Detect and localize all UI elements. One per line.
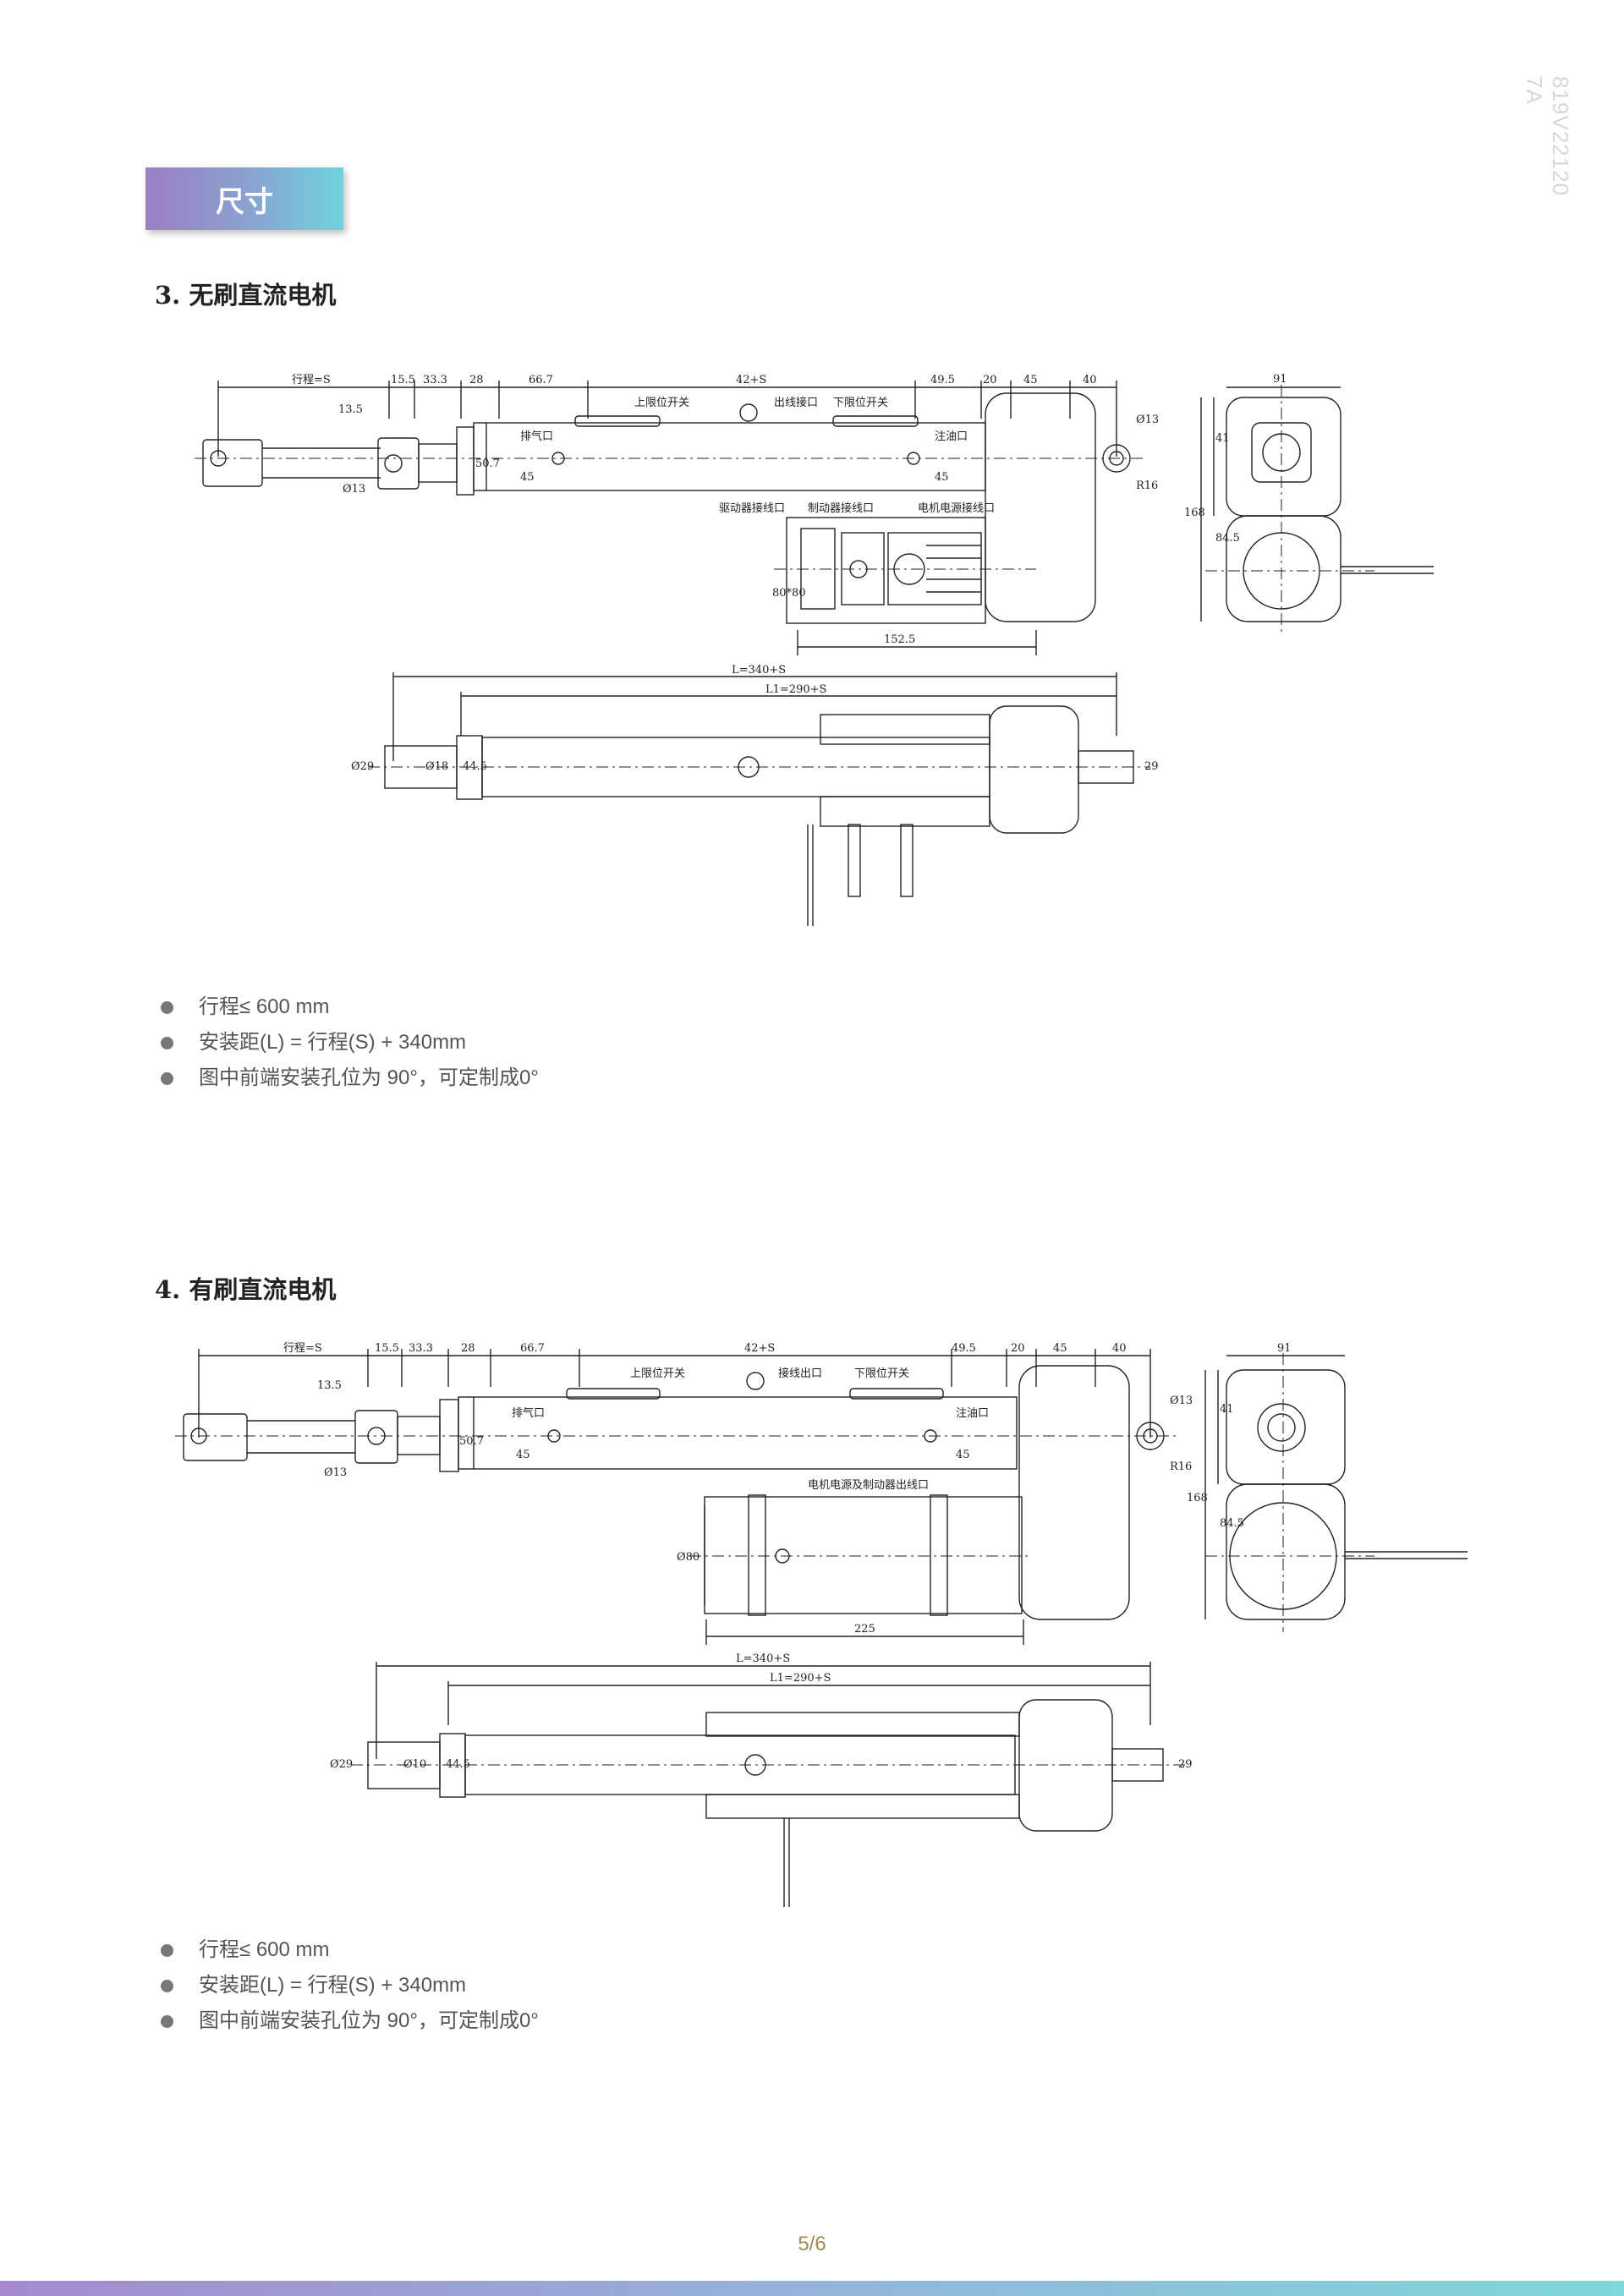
dim-text: 45	[956, 1449, 970, 1461]
dim-text: 45	[935, 471, 949, 484]
list-item: 行程≤ 600 mm	[161, 989, 539, 1025]
label-text: 上限位开关	[630, 1367, 685, 1380]
dim-text: L1=290+S	[765, 683, 826, 696]
label-text: 排气口	[512, 1406, 545, 1420]
dim-text: Ø10	[403, 1758, 426, 1771]
dim-text: Ø13	[1170, 1395, 1193, 1407]
dim-text: 45	[516, 1449, 530, 1461]
dim-text: L1=290+S	[770, 1672, 831, 1685]
dim-text: 40	[1083, 374, 1097, 386]
dim-text: R16	[1136, 479, 1158, 492]
brushed-motor-drawing: 行程=S 15.5 33.3 28 66.7 42+S 49.5 20 45 4…	[175, 1342, 1468, 1907]
list-item: 行程≤ 600 mm	[161, 1932, 539, 1968]
dim-text: 45	[1023, 374, 1038, 386]
dim-text: 15.5	[375, 1342, 399, 1355]
page-number: 5/6	[798, 2233, 826, 2255]
label-text: 注油口	[956, 1407, 989, 1420]
label-text: 接线出口	[778, 1367, 822, 1380]
label-text: 下限位开关	[854, 1367, 909, 1380]
dim-text: 225	[854, 1623, 875, 1636]
label-text: 电机电源接线口	[918, 501, 995, 515]
label-text: 下限位开关	[833, 397, 888, 409]
dim-text: 42+S	[744, 1342, 775, 1355]
dim-text: 49.5	[952, 1342, 976, 1355]
footer-gradient-bar	[0, 2281, 1624, 2296]
dim-text: 29	[1178, 1758, 1193, 1771]
dim-text: 13.5	[317, 1379, 342, 1392]
dim-text: R16	[1170, 1460, 1192, 1473]
dim-text: 45	[1053, 1342, 1067, 1355]
brushed-notes-list: 行程≤ 600 mm 安装距(L) = 行程(S) + 340mm 图中前端安装…	[161, 1932, 539, 2039]
dim-text: 42+S	[736, 374, 766, 386]
label-text: 出线接口	[774, 396, 818, 409]
dim-text: 50.7	[459, 1435, 484, 1448]
section-heading-brushed: 4. 有刷直流电机	[155, 1275, 337, 1304]
label-text: 排气口	[520, 430, 553, 443]
dim-text: Ø18	[425, 760, 448, 773]
dim-text: L=340+S	[732, 664, 786, 677]
dim-text: 29	[1144, 760, 1159, 773]
dim-text: 20	[1011, 1342, 1025, 1355]
dim-text: 152.5	[884, 633, 915, 646]
dim-text: 84.5	[1215, 532, 1240, 545]
brushless-notes-list: 行程≤ 600 mm 安装距(L) = 行程(S) + 340mm 图中前端安装…	[161, 989, 539, 1096]
dim-text: Ø13	[1136, 414, 1159, 426]
dim-text: 44.5	[463, 760, 487, 773]
dim-text: 33.3	[423, 374, 447, 386]
dim-text: 15.5	[391, 374, 415, 386]
section-title-badge: 尺寸	[145, 167, 343, 230]
dim-text: 28	[461, 1342, 475, 1355]
dim-text: 33.3	[409, 1342, 433, 1355]
list-item: 安装距(L) = 行程(S) + 340mm	[161, 1968, 539, 2003]
list-item: 图中前端安装孔位为 90°，可定制成0°	[161, 2003, 539, 2039]
dim-text: 49.5	[930, 374, 955, 386]
dim-text: 91	[1273, 373, 1287, 386]
label-text: 驱动器接线口	[719, 501, 785, 515]
dim-text: 28	[469, 374, 484, 386]
document-code: 819V22120 7A	[1522, 76, 1573, 197]
dim-text: 行程=S	[292, 374, 331, 386]
dim-text: 13.5	[338, 403, 363, 416]
section-heading-brushless: 3. 无刷直流电机	[155, 281, 337, 310]
dim-text: 168	[1187, 1492, 1208, 1504]
label-text: 注油口	[935, 430, 968, 443]
dim-text: 41	[1220, 1403, 1234, 1416]
dim-text: 84.5	[1220, 1517, 1244, 1530]
dim-text: L=340+S	[736, 1652, 790, 1665]
dim-text: Ø80	[677, 1551, 700, 1564]
dim-text: 40	[1112, 1342, 1127, 1355]
dim-text: 50.7	[475, 458, 500, 470]
dim-text: 66.7	[520, 1342, 545, 1355]
dim-text: 20	[983, 374, 997, 386]
dim-text: 41	[1215, 432, 1230, 445]
dim-text: 44.5	[446, 1758, 470, 1771]
brushless-motor-drawing: 行程=S 15.5 33.3 28 66.7 42+S 49.5 20 45 4…	[195, 373, 1434, 926]
dim-text: 45	[520, 471, 535, 484]
dim-text: 80*80	[772, 587, 806, 600]
dim-text: Ø13	[343, 483, 365, 496]
list-item: 图中前端安装孔位为 90°，可定制成0°	[161, 1060, 539, 1096]
dim-text: Ø13	[324, 1466, 347, 1479]
label-text: 制动器接线口	[808, 501, 874, 515]
dim-text: 168	[1184, 507, 1205, 519]
dim-text: 行程=S	[283, 1342, 322, 1355]
dim-text: Ø29	[351, 760, 374, 773]
list-item: 安装距(L) = 行程(S) + 340mm	[161, 1025, 539, 1060]
label-text: 电机电源及制动器出线口	[808, 1479, 929, 1492]
label-text: 上限位开关	[634, 397, 689, 409]
dim-text: Ø29	[330, 1758, 353, 1771]
dim-text: 66.7	[529, 374, 553, 386]
dim-text: 91	[1277, 1342, 1292, 1355]
